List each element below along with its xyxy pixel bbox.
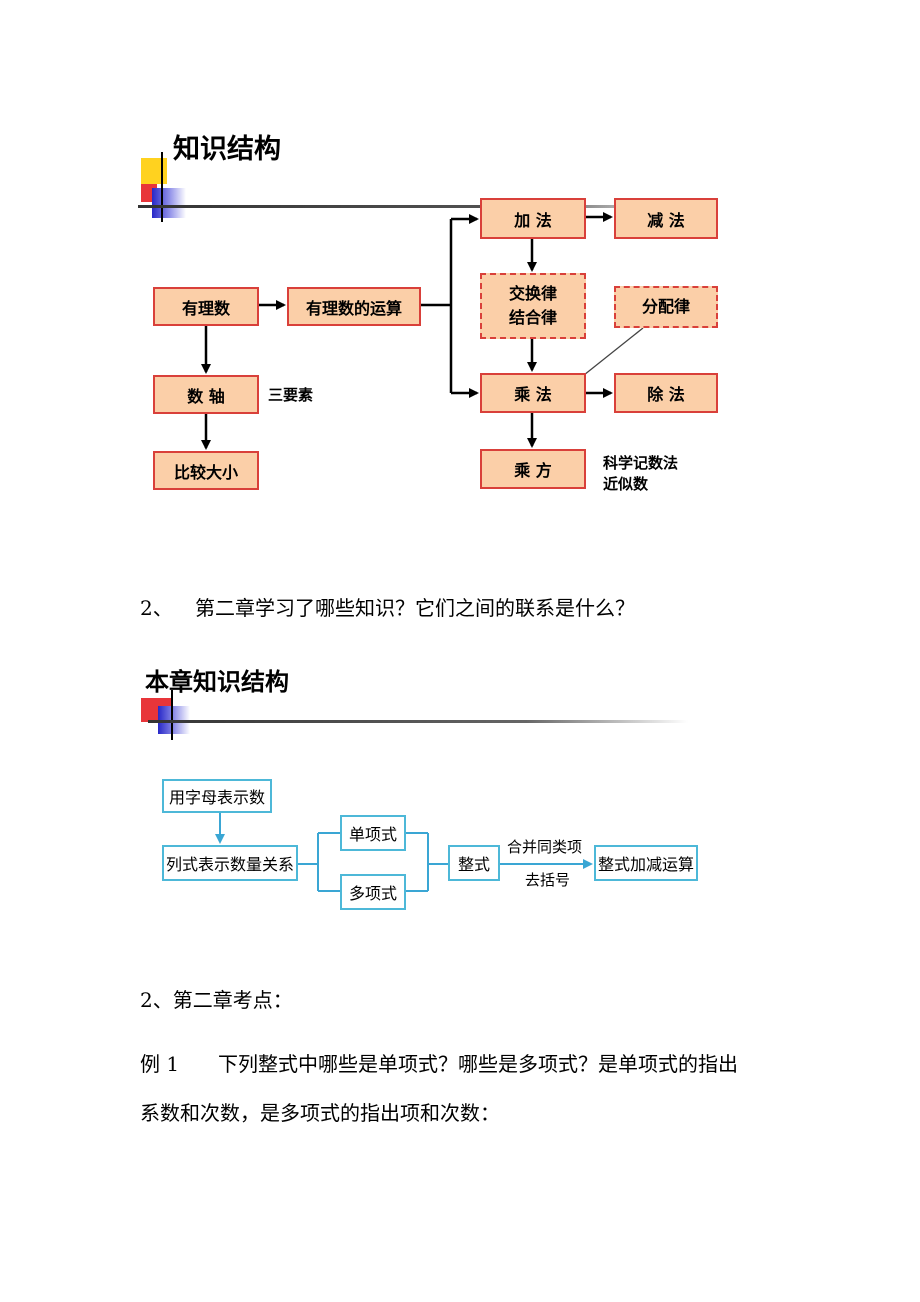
node-chufa: 除 法: [614, 373, 718, 413]
label-kexue: 科学记数法: [603, 454, 679, 472]
node-danxiang: 单项式: [340, 815, 406, 851]
label-jinsi: 近似数: [603, 475, 649, 493]
node-lü: 交换律 结合律: [480, 273, 586, 339]
node-duoxiang: 多项式: [340, 874, 406, 910]
node-bijiao: 比较大小: [153, 451, 259, 490]
node-jiaohuan: 交换律: [508, 284, 557, 303]
node-jiajian: 整式加减运算: [594, 845, 698, 881]
node-youlishu: 有理数: [153, 287, 259, 326]
node-yunsuan: 有理数的运算: [287, 287, 421, 326]
node-chengfa: 乘 法: [480, 373, 586, 413]
section1-title: 知识结构: [173, 134, 281, 165]
example-line2: 系数和次数，是多项式的指出项和次数：: [140, 1101, 500, 1125]
section2-title: 本章知识结构: [145, 668, 289, 696]
node-jianfa: 减 法: [614, 198, 718, 239]
example-label: 例 1: [140, 1052, 180, 1076]
question-number: 2、: [140, 596, 173, 620]
node-jiehe: 结合律: [508, 308, 557, 327]
label-sanyaosu: 三要素: [268, 386, 314, 404]
node-lieshi: 列式表示数量关系: [162, 845, 298, 881]
node-fenpei: 分配律: [614, 286, 718, 328]
node-zhengshi: 整式: [448, 845, 500, 881]
node-jiafa: 加 法: [480, 198, 586, 239]
node-chengfang: 乘 方: [480, 449, 586, 489]
kaodian-heading: 2、第二章考点：: [140, 988, 293, 1012]
label-kuohao: 去括号: [525, 871, 571, 889]
example-line1: 下列整式中哪些是单项式？哪些是多项式？是单项式的指出: [218, 1052, 738, 1076]
node-shuzhou: 数 轴: [153, 375, 259, 414]
question-text: 第二章学习了哪些知识？它们之间的联系是什么？: [195, 596, 635, 620]
label-hebing: 合并同类项: [507, 838, 583, 856]
node-yongzimu: 用字母表示数: [162, 779, 272, 813]
